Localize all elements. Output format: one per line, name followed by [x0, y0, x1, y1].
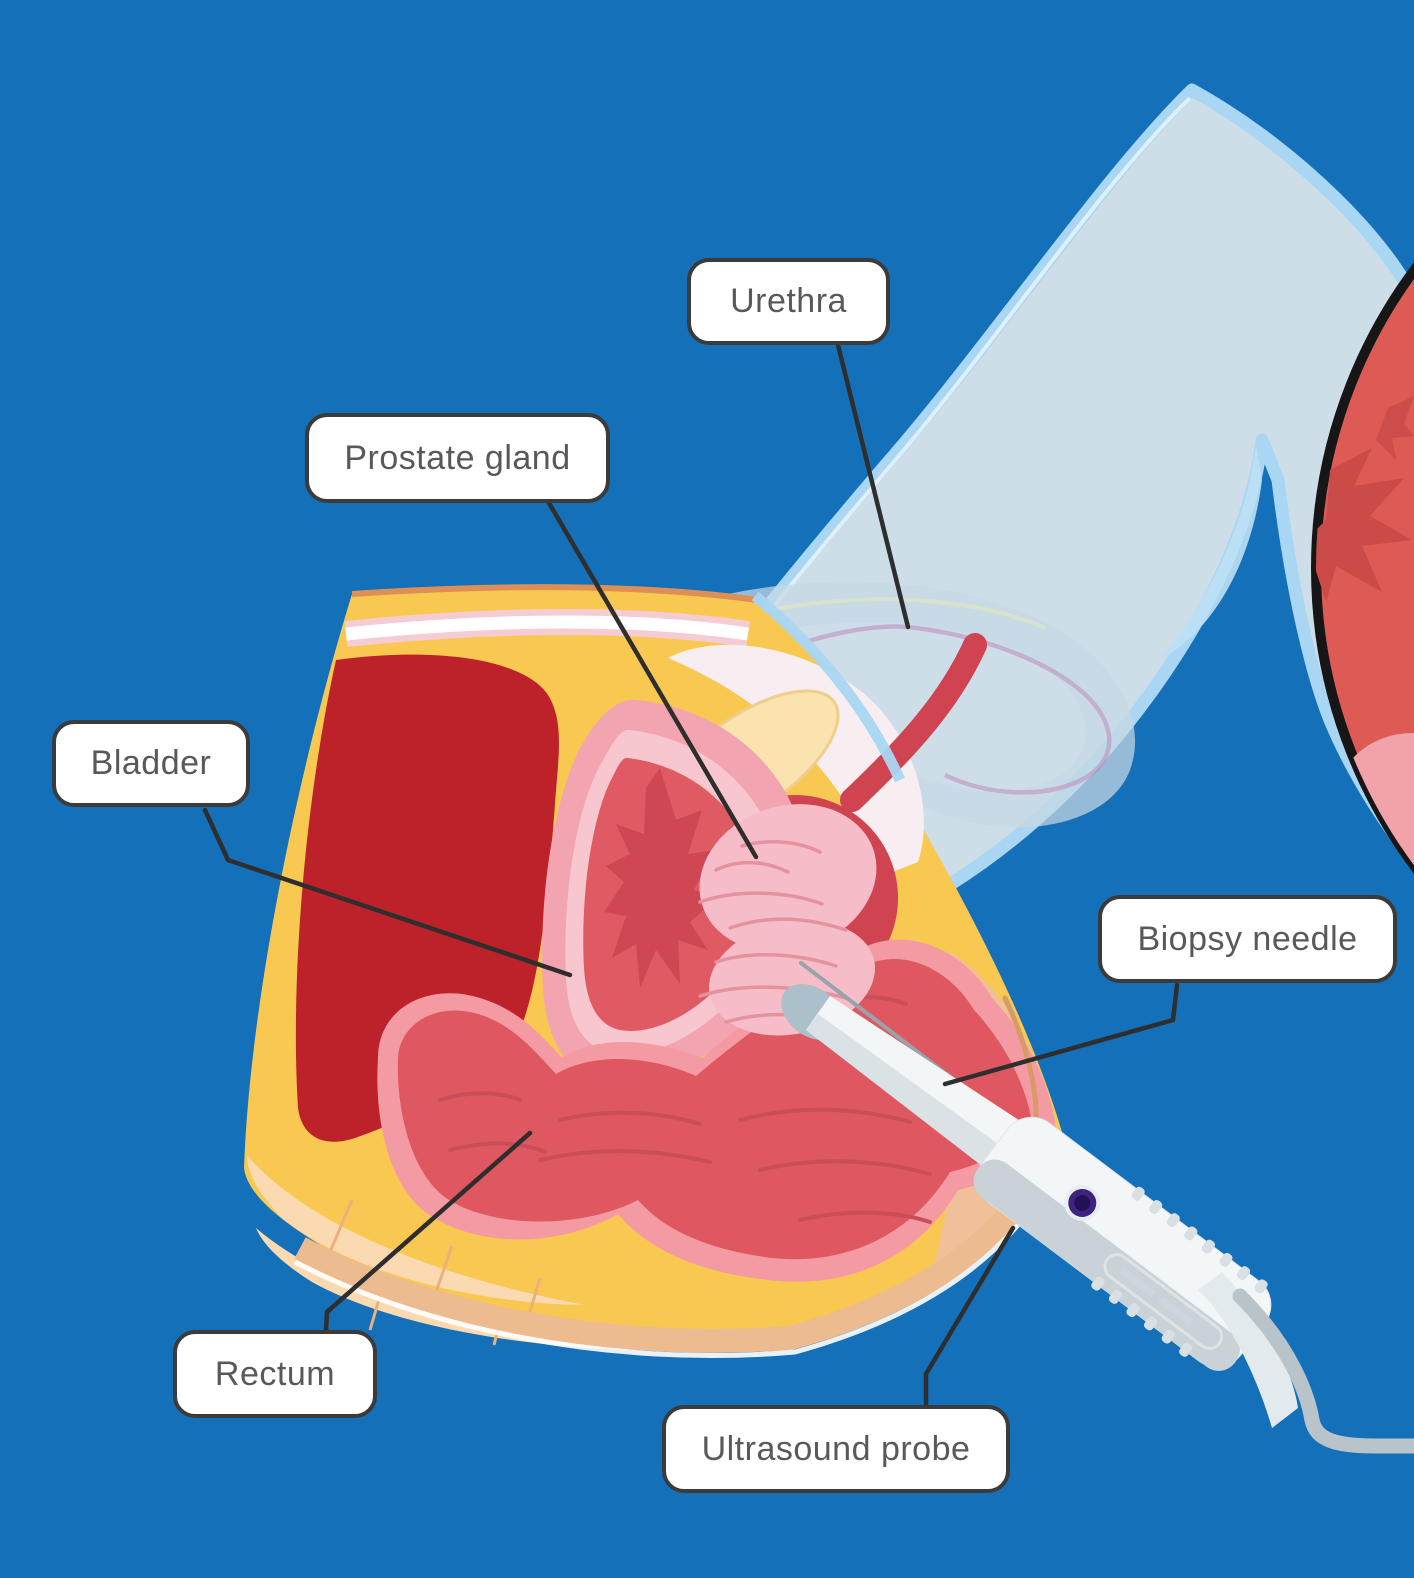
skin-band	[294, 1130, 1072, 1353]
leader-biopsy-needle	[942, 982, 1180, 1087]
probe-handle	[973, 1116, 1272, 1371]
bottom-tissue-layers	[247, 995, 1072, 1358]
label-urethra: Urethra	[687, 258, 890, 345]
label-ultrasound-probe-text: Ultrasound probe	[701, 1429, 971, 1468]
ultrasound-probe	[781, 961, 1414, 1454]
bladder-star	[604, 768, 718, 988]
label-ultrasound-probe: Ultrasound probe	[662, 1405, 1010, 1493]
label-prostate-gland-text: Prostate gland	[344, 438, 571, 477]
probe-cable	[1232, 1288, 1414, 1454]
label-biopsy-needle: Biopsy needle	[1098, 895, 1397, 983]
label-rectum-text: Rectum	[214, 1354, 336, 1393]
knee-crease	[1160, 445, 1262, 660]
urethra-channel	[840, 633, 987, 812]
urethra-line	[734, 624, 1112, 795]
buttock-crease	[1002, 995, 1039, 1131]
leader-bladder	[202, 807, 573, 978]
label-prostate-gland: Prostate gland	[305, 413, 610, 503]
leg-edge-overlay	[751, 591, 906, 783]
leader-rectum	[323, 1130, 533, 1333]
probe-grip-ridges	[1091, 1186, 1268, 1357]
label-bladder: Bladder	[52, 720, 250, 807]
inset-tumor-shape	[1316, 448, 1412, 602]
label-bladder-text: Bladder	[90, 744, 212, 782]
probe-neck	[1198, 1272, 1298, 1428]
bladder-shape	[542, 699, 809, 1083]
leader-ultrasound-probe	[923, 1225, 1016, 1408]
label-urethra-text: Urethra	[730, 282, 847, 320]
label-biopsy-needle-text: Biopsy needle	[1137, 919, 1358, 958]
layer-divider-lines	[328, 1199, 542, 1346]
fascia-stripe	[345, 615, 749, 641]
prostate-shape	[698, 804, 877, 1036]
torso-cross-section	[244, 584, 1072, 1358]
leader-urethra	[835, 342, 911, 630]
label-rectum: Rectum	[173, 1330, 377, 1418]
leader-prostate	[546, 500, 759, 860]
